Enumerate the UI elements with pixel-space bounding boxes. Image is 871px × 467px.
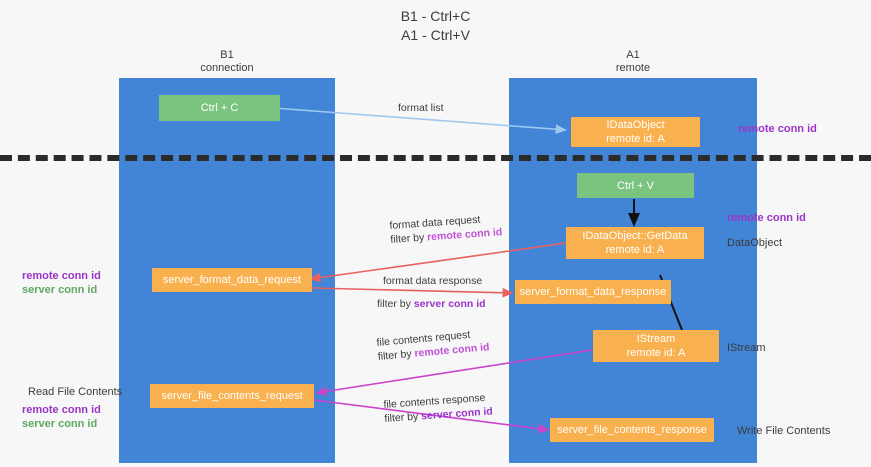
lane-header-b1: B1 connection: [119, 49, 335, 75]
annotation-right-remote-conn-id-1: remote conn id: [738, 123, 817, 135]
node-getdata-sub: remote id: A: [605, 244, 665, 256]
lane-header-a1-name: A1: [626, 49, 640, 61]
annotation-right-remote-conn-id-2: remote conn id: [727, 212, 806, 224]
node-istream-sub: remote id: A: [626, 347, 686, 359]
phase-divider: [0, 155, 871, 161]
edge-label-filter-by-3: filter by: [377, 347, 415, 363]
edge-label-server-conn-id-1: server conn id: [413, 298, 486, 310]
lane-header-b1-name: B1: [220, 49, 234, 61]
node-server-file-contents-response-label: server_file_contents_response: [557, 424, 707, 436]
node-getdata[interactable]: IDataObject::GetData remote id: A: [566, 227, 704, 259]
edge-label-format-data-response-line1: format data response: [383, 275, 483, 287]
annotation-left-remote-conn-id-1: remote conn id: [22, 270, 101, 282]
node-server-format-data-request-label: server_format_data_request: [162, 274, 302, 286]
edge-label-format-data-request: format data request filter by remote con…: [389, 211, 503, 247]
annotation-left-remote-conn-id-2: remote conn id: [22, 404, 101, 416]
node-ctrl-c[interactable]: Ctrl + C: [159, 95, 280, 121]
node-idataobject-sub: remote id: A: [606, 133, 665, 145]
diagram-title: B1 - Ctrl+C A1 - Ctrl+V: [0, 7, 871, 45]
edge-label-file-contents-request: file contents request filter by remote c…: [376, 326, 490, 364]
annotation-right-dataobject: DataObject: [727, 237, 783, 249]
annotation-right-istream: IStream: [727, 342, 766, 354]
node-istream[interactable]: IStream remote id: A: [593, 330, 719, 362]
lane-header-b1-role: connection: [200, 62, 254, 74]
edge-label-filter-by-4: filter by: [384, 410, 422, 425]
node-idataobject-label: IDataObject: [606, 119, 665, 131]
node-istream-label: IStream: [636, 333, 676, 345]
node-server-file-contents-request-label: server_file_contents_request: [161, 390, 303, 402]
node-server-file-contents-request[interactable]: server_file_contents_request: [150, 384, 314, 408]
edge-label-filter-by-2: filter by: [377, 298, 414, 310]
node-ctrl-v[interactable]: Ctrl + V: [577, 173, 694, 198]
node-server-format-data-response-label: server_format_data_response: [519, 286, 667, 298]
lane-header-a1-role: remote: [615, 62, 651, 74]
node-server-format-data-request[interactable]: server_format_data_request: [152, 268, 312, 292]
node-server-format-data-response[interactable]: server_format_data_response: [515, 280, 671, 304]
node-idataobject[interactable]: IDataObject remote id: A: [571, 117, 700, 147]
annotation-left-read-file-contents: Read File Contents: [28, 386, 123, 398]
edge-label-remote-conn-id-1: remote conn id: [426, 226, 503, 244]
edge-label-server-conn-id-2: server conn id: [420, 405, 494, 423]
edge-format-data-response: [311, 287, 514, 298]
annotation-left-server-conn-id-2: server conn id: [22, 418, 98, 430]
title-line-1: B1 - Ctrl+C: [400, 8, 471, 24]
node-ctrl-c-label: Ctrl + C: [200, 102, 239, 114]
edge-label-file-contents-response: file contents response filter by server …: [383, 390, 493, 426]
lane-header-a1: A1 remote: [509, 49, 757, 75]
annotation-right-write-file-contents: Write File Contents: [737, 425, 831, 437]
edge-label-format-list: format list: [398, 102, 444, 114]
node-getdata-label: IDataObject::GetData: [582, 230, 688, 242]
annotation-left-server-conn-id-1: server conn id: [22, 284, 98, 296]
edge-label-format-data-response-line2: filter by server conn id: [377, 297, 486, 311]
title-line-2: A1 - Ctrl+V: [401, 27, 470, 43]
edge-label-filter-by-1: filter by: [390, 231, 428, 246]
node-server-file-contents-response[interactable]: server_file_contents_response: [550, 418, 714, 442]
node-ctrl-v-label: Ctrl + V: [617, 179, 654, 192]
